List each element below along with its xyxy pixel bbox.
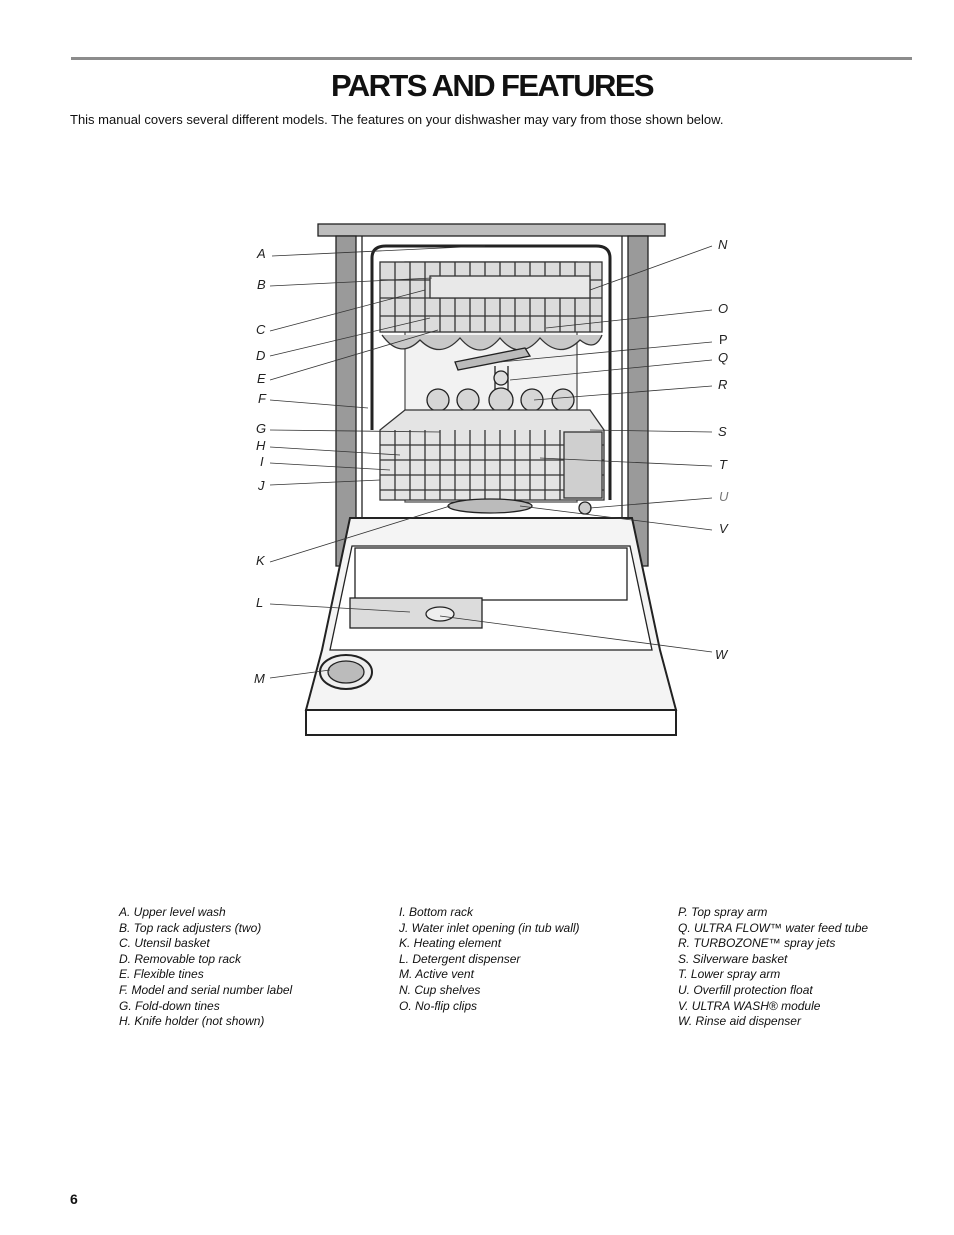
upper-rack (379, 261, 603, 351)
legend-item: A. Upper level wash (119, 905, 226, 919)
page-number: 6 (70, 1191, 78, 1207)
legend-item: V. ULTRA WASH® module (678, 998, 821, 1013)
legend-item: C. Utensil basket (119, 936, 210, 951)
callout-f: F (258, 391, 266, 406)
callout-m: M (254, 671, 265, 686)
legend-item: S. Silverware basket (678, 951, 788, 966)
detergent-dispenser (349, 597, 483, 629)
right-cabinet-side (627, 235, 649, 567)
legend-item: K. Heating element (399, 936, 502, 951)
legend-item: N. Cup shelves (399, 982, 481, 997)
legend-column-1: A. Upper level wash B. Top rack adjuster… (119, 905, 292, 1030)
leader-lines (269, 245, 713, 679)
callout-w: W (715, 647, 728, 662)
callout-c: C (256, 322, 266, 337)
callout-k: K (256, 553, 265, 568)
page-title: PARTS AND FEATURES (331, 68, 655, 103)
callout-b: B (257, 277, 266, 292)
callout-p: P (719, 332, 728, 347)
callout-u: U (719, 489, 729, 504)
legend-item: L. Detergent dispenser (399, 951, 521, 966)
legend-item: J. Water inlet opening (in tub wall) (399, 920, 580, 935)
legend-item: W. Rinse aid dispenser (678, 1014, 801, 1029)
legend-item: E. Flexible tines (119, 967, 204, 982)
silverware-basket (563, 431, 603, 499)
callout-s: S (718, 424, 727, 439)
rinse-aid-dispenser (425, 606, 455, 622)
top-spray-arm (454, 347, 532, 371)
legend-item: I. Bottom rack (399, 905, 474, 919)
overfill-float (578, 501, 592, 515)
callout-o: O (718, 301, 729, 316)
callout-l: L (256, 595, 264, 610)
legend-item: P. Top spray arm (678, 905, 768, 919)
legend-item: U. Overfill protection float (678, 982, 813, 997)
callout-i: I (260, 454, 264, 469)
callout-a: A (257, 246, 266, 261)
legend-item: T. Lower spray arm (678, 967, 781, 982)
callout-g: G (256, 421, 267, 436)
lower-rack (379, 409, 605, 501)
legend-item: Q. ULTRA FLOW™ water feed tube (678, 920, 869, 935)
legend-item: D. Removable top rack (119, 951, 242, 966)
callout-q: Q (718, 350, 729, 365)
legend-item: O. No-flip clips (399, 998, 478, 1013)
legend-item: B. Top rack adjusters (two) (119, 920, 262, 935)
left-cabinet-side (335, 235, 357, 567)
legend-item: F. Model and serial number label (119, 982, 293, 997)
callout-h: H (256, 438, 266, 453)
legend-column-2: I. Bottom rack J. Water inlet opening (i… (399, 905, 580, 1014)
callout-r: R (718, 377, 728, 392)
callout-v: V (719, 521, 728, 536)
callout-e: E (257, 371, 266, 386)
intro-text: This manual covers several different mod… (70, 112, 724, 127)
header-rule (71, 57, 912, 60)
callout-t: T (719, 457, 727, 472)
legend-item: H. Knife holder (not shown) (119, 1014, 265, 1029)
lower-spray-arm (447, 498, 533, 514)
callout-d: D (256, 348, 266, 363)
door-panel (305, 709, 677, 736)
callout-n: N (718, 237, 728, 252)
legend-item: G. Fold-down tines (119, 998, 220, 1013)
legend-column-3: P. Top spray arm Q. ULTRA FLOW™ water fe… (678, 905, 868, 1030)
legend-item: M. Active vent (399, 967, 474, 982)
legend-item: R. TURBOZONE™ spray jets (678, 936, 836, 951)
callout-j: J (258, 478, 265, 493)
countertop (317, 223, 666, 237)
